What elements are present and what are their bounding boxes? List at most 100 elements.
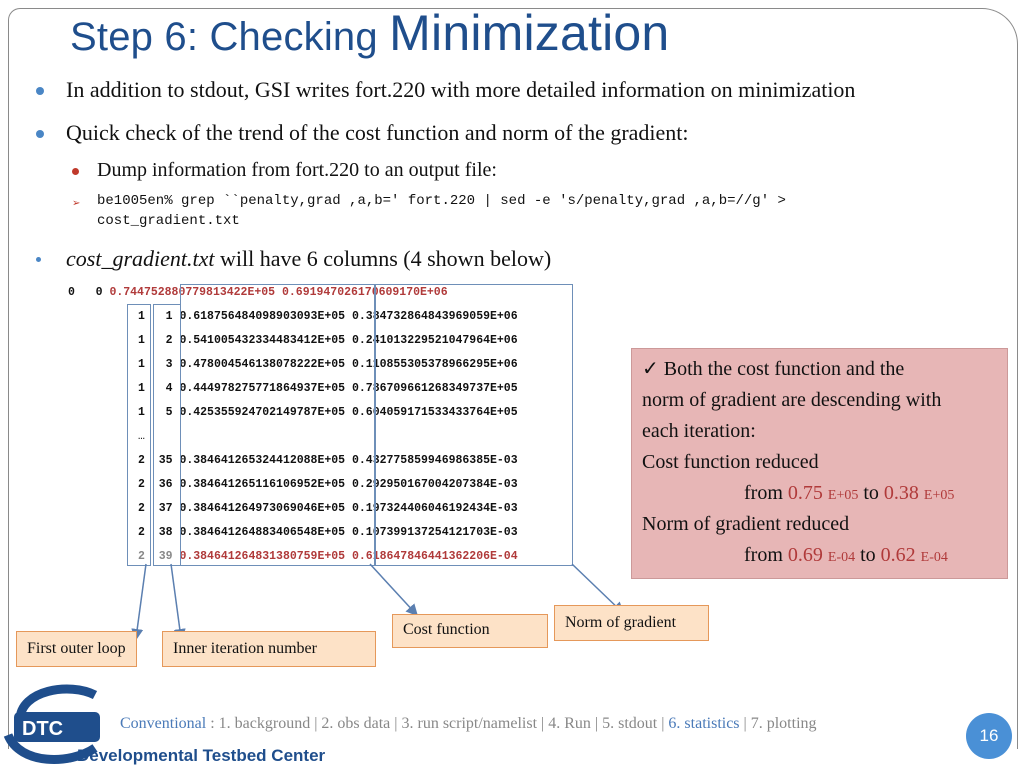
arrow-cost-function [369, 563, 419, 617]
title-part-1: Step 6: Checking [70, 15, 390, 59]
cell: 0.107399137254121703E-03 [351, 526, 518, 539]
note-line-3: each iteration: [642, 420, 756, 442]
cell: 1 [138, 334, 145, 347]
footer-sep: | [390, 715, 402, 732]
footer-item-run-script[interactable]: 3. run script/namelist [401, 715, 538, 732]
arrow-norm-gradient [571, 563, 625, 615]
bullet-dot-icon [36, 87, 44, 95]
cell: 0.384641265116106952E+05 [179, 478, 346, 491]
cell: 0.110855305378966295E+06 [351, 358, 518, 371]
note-exponent: E-04 [827, 550, 856, 565]
note-line-1: ✓ Both the cost function and the [642, 354, 904, 385]
note-exponent: E+05 [827, 488, 859, 503]
sub-bullet-text: Dump information from fort.220 to an out… [97, 159, 497, 181]
bullet-1-text: In addition to stdout, GSI writes fort.2… [66, 77, 856, 102]
footer-sep: | [590, 715, 603, 732]
note-value: 0.69 [787, 544, 828, 566]
check-icon: ✓ [642, 358, 659, 380]
cell: 0.478004546138078222E+05 [179, 358, 346, 371]
cell: 0.384732864843969059E+06 [351, 310, 518, 323]
bullet-2-text: Quick check of the trend of the cost fun… [66, 120, 689, 145]
footer-item-run[interactable]: 4. Run [548, 715, 591, 732]
cell: 0.618756484098903093E+05 [179, 310, 346, 323]
cell: 2 [138, 550, 145, 563]
note-exponent: E+05 [923, 488, 955, 503]
note-line-6: Norm of gradient reduced [642, 513, 850, 535]
note-line-4: Cost function reduced [642, 451, 819, 473]
cell: 36 [158, 478, 173, 491]
filename-italic: cost_gradient.txt [66, 246, 215, 271]
arrow-bullet-icon: ➢ [72, 198, 81, 209]
cell: 2 [138, 526, 145, 539]
footer-item-statistics[interactable]: 6. statistics [668, 715, 740, 732]
footer-item-stdout[interactable]: 5. stdout [602, 715, 658, 732]
table-row: 2 36 0.384641265116106952E+05 0.29295016… [138, 478, 518, 491]
footer-sep: : [206, 715, 219, 732]
slide-title: Step 6: Checking Minimization [70, 4, 669, 62]
cell: 1 [138, 310, 145, 323]
table-row: 1 1 0.618756484098903093E+05 0.384732864… [138, 310, 518, 323]
note-text: Both the cost function and the [663, 358, 905, 380]
cell: 0 [68, 286, 75, 299]
table-row: 2 38 0.384641264883406548E+05 0.10739913… [138, 526, 518, 539]
cost-column-box [180, 284, 375, 566]
cell: 1 [138, 358, 145, 371]
note-exponent: E-04 [920, 550, 948, 565]
table-row-last: 2 39 0.384641264831380759E+05 0.61864784… [138, 550, 518, 563]
command-line-2: cost_gradient.txt [97, 213, 240, 229]
note-value: 0.62 [880, 544, 921, 566]
footer-sep: | [310, 715, 322, 732]
cell: 2 [138, 478, 145, 491]
cell: 0.384641264831380759E+05 [179, 550, 346, 563]
cell: 0.618647846441362206E-04 [351, 550, 518, 563]
outer-loop-column-box [127, 304, 151, 566]
title-part-2: Minimization [389, 5, 670, 61]
note-text: to [855, 544, 881, 566]
page-number-badge: 16 [966, 713, 1012, 759]
sub-bullet-dot-icon [72, 168, 79, 175]
note-line-7: from 0.69 E-04 to 0.62 E-04 [744, 540, 948, 574]
cell: 0.541005432334483412E+05 [179, 334, 346, 347]
cell: 4 [165, 382, 173, 395]
cell: 0.292950167004207384E-03 [351, 478, 518, 491]
note-text: from [744, 544, 788, 566]
cell: 0.384641265324412088E+05 [179, 454, 346, 467]
cell: 2 [165, 334, 173, 347]
table-row: 1 5 0.425355924702149787E+05 0.604059171… [138, 406, 518, 419]
cell: 0.786709661268349737E+05 [351, 382, 518, 395]
table-header-row: 0 0 0.744752880779813422E+05 0.691947026… [68, 286, 448, 299]
arrow-outer-loop [131, 563, 147, 641]
note-text: from [744, 482, 788, 504]
cell: 0 [95, 286, 103, 299]
cell: 0.197324406046192434E-03 [351, 502, 518, 515]
note-value: 0.38 [883, 482, 924, 504]
cell: 3 [165, 358, 173, 371]
footer-item-obs-data[interactable]: 2. obs data [321, 715, 391, 732]
table-row: 2 37 0.384641264973069046E+05 0.19732440… [138, 502, 518, 515]
dtc-logo-icon: DTC [3, 684, 100, 764]
callout-cost-function: Cost function [392, 614, 548, 648]
bullet-3-text: cost_gradient.txt will have 6 columns (4… [66, 246, 551, 272]
callout-inner-iteration: Inner iteration number [162, 631, 376, 667]
footer-item-plotting[interactable]: 7. plotting [750, 715, 817, 732]
gradient-column-box [375, 284, 573, 566]
ellipsis: … [138, 430, 145, 443]
cell: 0.384641264883406548E+05 [179, 526, 346, 539]
callout-first-outer-loop: First outer loop [16, 631, 137, 667]
table-row: 1 2 0.541005432334483412E+05 0.241013229… [138, 334, 518, 347]
cell: 0.432775859946986385E-03 [351, 454, 518, 467]
callout-norm-of-gradient: Norm of gradient [554, 605, 709, 641]
table-row: 1 4 0.444978275771864937E+05 0.786709661… [138, 382, 518, 395]
footer-item-background[interactable]: 1. background [218, 715, 311, 732]
logo-acronym: DTC [22, 718, 63, 740]
cell: 37 [158, 502, 173, 515]
note-line-5: from 0.75 E+05 to 0.38 E+05 [744, 478, 954, 512]
footer-section[interactable]: Conventional [120, 715, 207, 732]
table-row: 2 35 0.384641265324412088E+05 0.43277585… [138, 454, 518, 467]
cell: 1 [138, 382, 145, 395]
bullet-dot-icon [36, 130, 44, 138]
cell: 2 [138, 454, 145, 467]
note-line-2: norm of gradient are descending with [642, 389, 942, 411]
footer-sep: | [739, 715, 751, 732]
